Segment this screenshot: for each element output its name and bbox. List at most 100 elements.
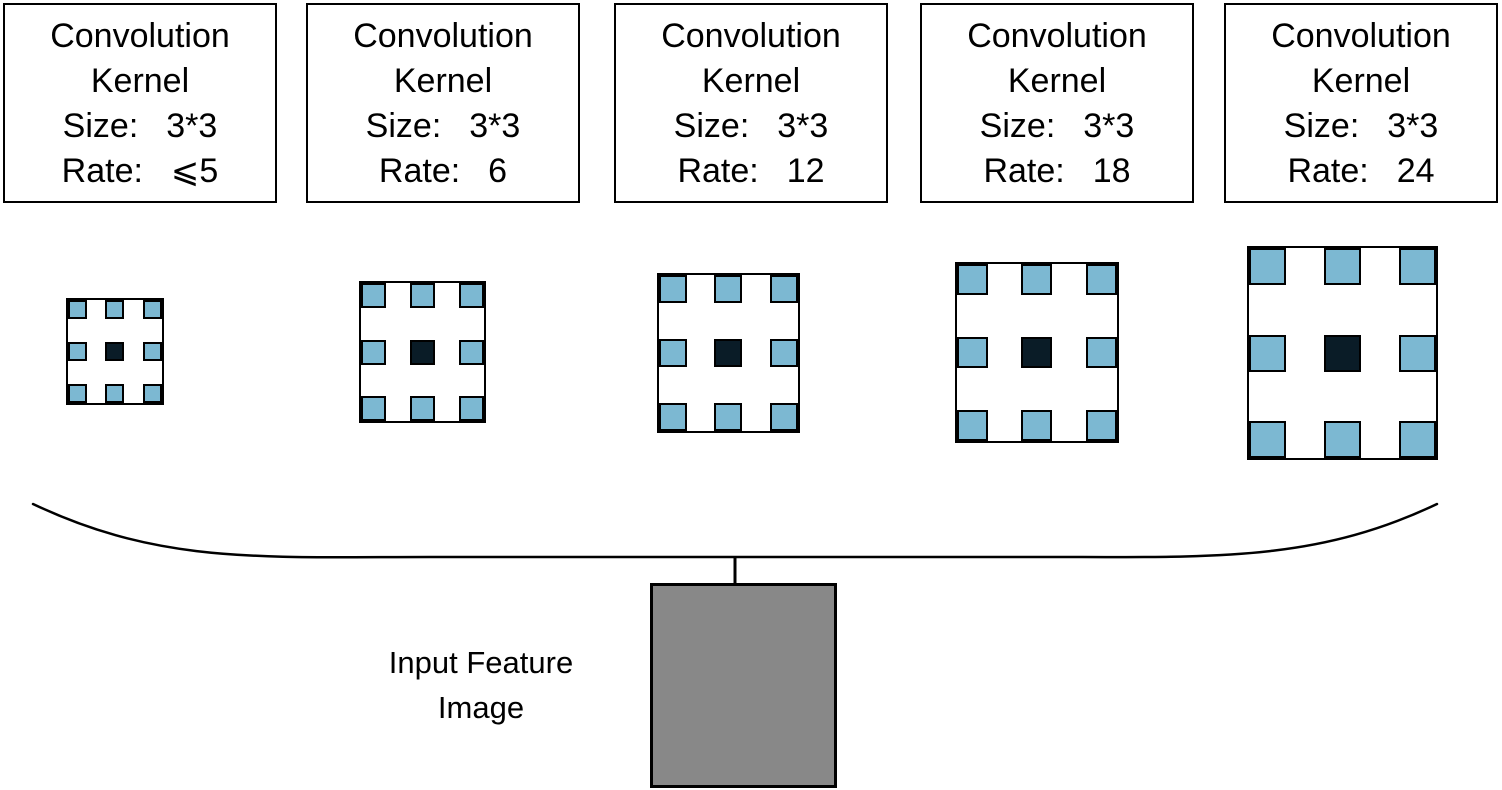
kernel-center-square: [410, 339, 435, 365]
sampling-point-square: [459, 396, 484, 421]
panel-size-line: Size: 3*3: [308, 104, 578, 149]
panel-title-line: Convolution: [1271, 17, 1451, 55]
rate-label: Rate:: [1287, 152, 1369, 190]
dilated-kernel-diagram-4: [955, 262, 1119, 443]
input-label-line2: Image: [437, 690, 525, 725]
sampling-point-square: [361, 339, 386, 365]
sampling-point-square: [143, 300, 162, 319]
rate-label: Rate:: [983, 152, 1065, 190]
panel-size-line: Size: 3*3: [922, 104, 1192, 149]
size-value: 3*3: [1083, 107, 1135, 145]
sampling-point-square: [769, 275, 798, 303]
sampling-point-square: [361, 283, 386, 308]
sampling-point-square: [459, 283, 484, 308]
dilated-kernel-diagram-1: [66, 298, 164, 405]
sampling-point-square: [769, 339, 798, 367]
panel-rate-line: Rate: 24: [1226, 149, 1496, 194]
sampling-point-square: [957, 410, 988, 441]
panel-title-line: Kernel: [393, 62, 493, 100]
input-feature-image-box: [650, 583, 837, 788]
kernel-info-box-1: Convolution Kernel Size: 3*3 Rate: ⩽5: [3, 3, 277, 203]
panel-title-line: Kernel: [1007, 62, 1107, 100]
rate-value: 6: [488, 152, 508, 190]
sampling-point-square: [105, 383, 125, 403]
panel-title-line: Kernel: [1311, 62, 1411, 100]
sampling-point-square: [1085, 410, 1117, 441]
sampling-point-square: [361, 396, 386, 421]
sampling-point-square: [410, 396, 435, 421]
sampling-point-square: [410, 283, 435, 308]
sampling-point-square: [1021, 410, 1053, 441]
sampling-point-square: [1249, 248, 1286, 285]
panel-title-line: Kernel: [701, 62, 801, 100]
sampling-point-square: [105, 300, 125, 319]
panel-rate-line: Rate: 18: [922, 149, 1192, 194]
panel-title-line: Convolution: [353, 17, 533, 55]
panel-size-line: Size: 3*3: [616, 104, 886, 149]
kernel-info-box-3: Convolution Kernel Size: 3*3 Rate: 12: [614, 3, 888, 203]
size-value: 3*3: [469, 107, 521, 145]
rate-label: Rate:: [677, 152, 759, 190]
panel-title-line: Convolution: [661, 17, 841, 55]
panel-size-line: Size: 3*3: [1226, 104, 1496, 149]
sampling-point-square: [68, 341, 87, 361]
sampling-point-square: [143, 341, 162, 361]
size-label: Size:: [365, 107, 442, 145]
kernel-info-box-5: Convolution Kernel Size: 3*3 Rate: 24: [1224, 3, 1498, 203]
input-feature-image-label: Input Feature Image: [331, 640, 631, 730]
sampling-point-square: [68, 383, 87, 403]
rate-label: Rate:: [378, 152, 461, 190]
panel-title-line: Kernel: [90, 62, 190, 100]
sampling-point-square: [143, 383, 162, 403]
size-value: 3*3: [1387, 107, 1439, 145]
sampling-point-square: [459, 339, 484, 365]
size-label: Size:: [1283, 107, 1360, 145]
sampling-point-square: [1398, 248, 1436, 285]
sampling-point-square: [68, 300, 87, 319]
rate-value: 12: [786, 152, 825, 190]
panel-rate-line: Rate: ⩽5: [5, 149, 275, 194]
sampling-point-square: [714, 275, 743, 303]
sampling-point-square: [659, 339, 687, 367]
kernel-center-square: [1323, 334, 1361, 372]
sampling-point-square: [1398, 421, 1436, 458]
sampling-point-square: [1085, 264, 1117, 295]
size-value: 3*3: [777, 107, 829, 145]
kernel-center-square: [714, 339, 743, 367]
rate-value: 24: [1396, 152, 1435, 190]
brace-curve: [31, 502, 1439, 559]
sampling-point-square: [769, 403, 798, 431]
dilated-kernel-diagram-5: [1247, 246, 1438, 460]
rate-label: Rate:: [61, 152, 143, 190]
sampling-point-square: [1021, 264, 1053, 295]
kernel-center-square: [105, 341, 125, 361]
size-value: 3*3: [166, 107, 218, 145]
sampling-point-square: [1249, 334, 1286, 372]
size-label: Size:: [979, 107, 1056, 145]
size-label: Size:: [62, 107, 139, 145]
dilated-kernel-diagram-2: [359, 281, 486, 423]
panel-rate-line: Rate: 6: [308, 149, 578, 194]
sampling-point-square: [1249, 421, 1286, 458]
kernel-info-box-4: Convolution Kernel Size: 3*3 Rate: 18: [920, 3, 1194, 203]
panel-rate-line: Rate: 12: [616, 149, 886, 194]
sampling-point-square: [1323, 248, 1361, 285]
rate-value: 18: [1092, 152, 1131, 190]
sampling-point-square: [1085, 337, 1117, 368]
sampling-point-square: [659, 403, 687, 431]
kernel-info-box-2: Convolution Kernel Size: 3*3 Rate: 6: [306, 3, 580, 203]
input-label-line1: Input Feature: [388, 645, 574, 680]
dilated-kernel-diagram-3: [657, 273, 800, 433]
panel-size-line: Size: 3*3: [5, 104, 275, 149]
sampling-point-square: [957, 337, 988, 368]
sampling-point-square: [1323, 421, 1361, 458]
panel-title-line: Convolution: [967, 17, 1147, 55]
kernel-center-square: [1021, 337, 1053, 368]
size-label: Size:: [673, 107, 750, 145]
rate-value: ⩽5: [170, 152, 219, 190]
sampling-point-square: [714, 403, 743, 431]
sampling-point-square: [957, 264, 988, 295]
panel-title-line: Convolution: [50, 17, 230, 55]
sampling-point-square: [1398, 334, 1436, 372]
